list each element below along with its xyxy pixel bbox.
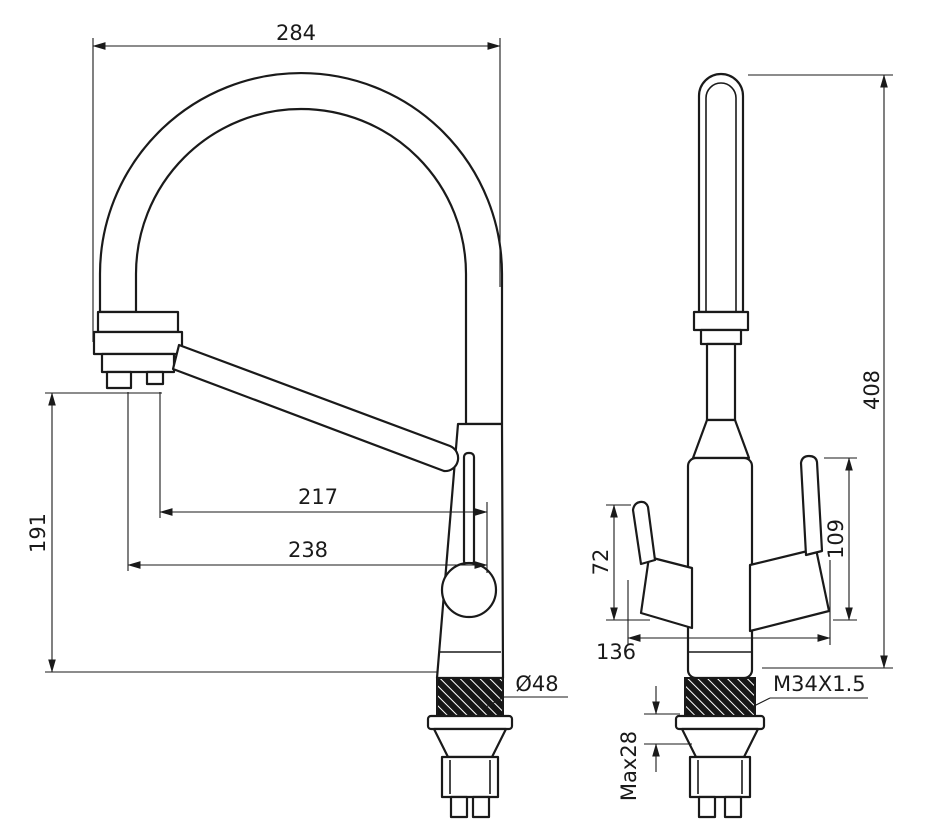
leader-base-diameter: Ø48: [485, 672, 568, 708]
side-hose-outer: [697, 72, 745, 314]
side-hose-tail-left: [697, 795, 717, 819]
dim-overall-width: 284: [92, 21, 501, 342]
dim-handle-span: 136: [596, 560, 831, 664]
side-left-handle-lever: [631, 500, 657, 566]
side-connector-cylinder: [688, 755, 752, 799]
side-hose-collar-upper: [692, 310, 750, 332]
dim-reach-outlet: 217: [159, 392, 488, 573]
front-connector-cylinder: [440, 755, 500, 799]
side-hose-tail-right: [723, 795, 743, 819]
front-head-collar: [96, 310, 180, 334]
front-hose-tail-left: [449, 795, 469, 819]
front-head-lower: [100, 352, 176, 374]
side-neck-taper: [691, 418, 751, 460]
dim-284-label: 284: [276, 21, 316, 45]
front-spray-nozzle: [145, 370, 165, 386]
front-hose-tail-right: [471, 795, 491, 819]
side-base-flange: [674, 714, 766, 731]
dim-136-label: 136: [596, 640, 636, 664]
dim-max-deck-thickness: Max28: [617, 686, 692, 801]
dim-reach-aerator: 238: [127, 392, 488, 571]
side-hose-collar-lower: [699, 328, 743, 346]
side-body: [686, 456, 754, 680]
dim-right-handle-height: 109: [824, 457, 857, 621]
d48-leader-diagonal: [485, 696, 505, 708]
front-threaded-shank: [436, 677, 504, 717]
dim-109-label: 109: [824, 519, 848, 559]
side-left-handle-boss: [639, 555, 694, 630]
dim-191-label: 191: [26, 513, 50, 553]
dim-72-label: 72: [589, 549, 613, 576]
dim-238-label: 238: [288, 538, 328, 562]
dim-d48-label: Ø48: [515, 672, 558, 696]
front-aerator-nozzle: [105, 370, 133, 390]
front-base-neck: [432, 727, 508, 759]
front-lever-ball: [440, 561, 498, 619]
side-hose-inner: [705, 82, 737, 312]
dim-max28-label: Max28: [617, 731, 641, 801]
side-view: 408 109 72 136 M34X1.5: [589, 72, 893, 819]
front-lever: [462, 451, 476, 567]
dim-m34-label: M34X1.5: [773, 672, 866, 696]
side-right-handle-boss: [748, 547, 831, 633]
front-arch-hose: [98, 71, 504, 426]
side-base-neck: [680, 727, 760, 759]
front-wand-tube: [171, 343, 460, 473]
m34-leader-diagonal: [747, 697, 771, 710]
side-right-handle-lever: [799, 454, 824, 557]
dim-overall-height: 408: [748, 74, 893, 669]
dim-217-label: 217: [298, 485, 338, 509]
front-base-flange: [426, 714, 514, 731]
dim-spout-height: 191: [26, 392, 437, 673]
side-neck-tube: [705, 342, 737, 422]
dim-408-label: 408: [860, 370, 884, 410]
front-head-body: [92, 330, 184, 356]
leader-thread-size: M34X1.5: [747, 672, 868, 710]
front-view: 284 191 217 238 Ø48: [26, 21, 568, 819]
side-threaded-shank: [684, 677, 756, 717]
